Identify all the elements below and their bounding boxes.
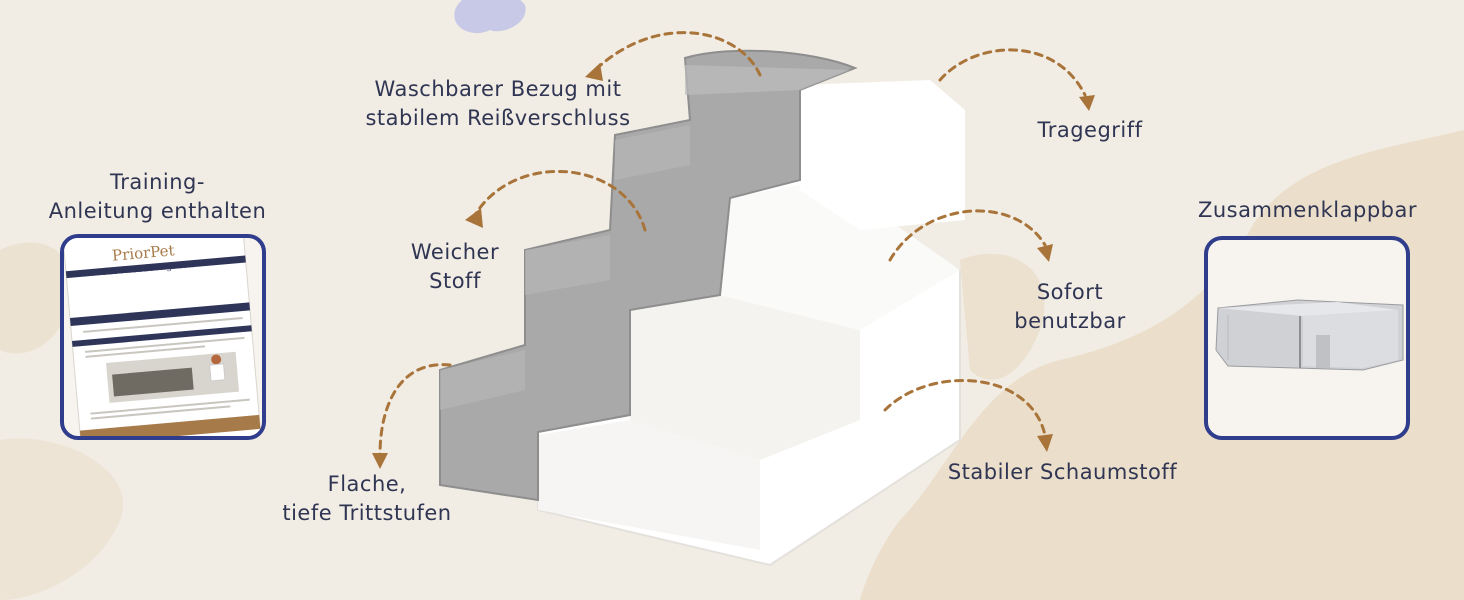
pet-stairs-image	[439, 49, 965, 567]
label-training: Training- Anleitung enthalten	[48, 170, 267, 223]
arrow-cover	[585, 31, 762, 81]
paw-decoration	[454, 0, 526, 34]
foldable-frame	[1204, 236, 1410, 440]
label-foam: Stabiler Schaumstoff	[947, 460, 1178, 484]
label-ready: Sofort benutzbar	[1014, 280, 1126, 333]
training-booklet-frame: PriorPet das Ausbildungsheft	[60, 234, 266, 440]
label-cover: Waschbarer Bezug mit stabilem Reißversch…	[365, 77, 631, 130]
arrow-soft	[465, 169, 647, 232]
arrow-foam	[883, 378, 1053, 452]
arrow-ready	[888, 209, 1053, 262]
arrow-steps	[372, 363, 452, 469]
booklet-page	[64, 238, 262, 436]
label-soft: Weicher Stoff	[410, 240, 500, 293]
label-handle: Tragegriff	[1037, 118, 1143, 142]
folded-stairs-image	[1215, 299, 1404, 371]
label-steps: Flache, tiefe Trittstufen	[282, 472, 452, 525]
label-foldable: Zusammenklappbar	[1197, 198, 1417, 222]
arrow-handle	[938, 48, 1095, 111]
